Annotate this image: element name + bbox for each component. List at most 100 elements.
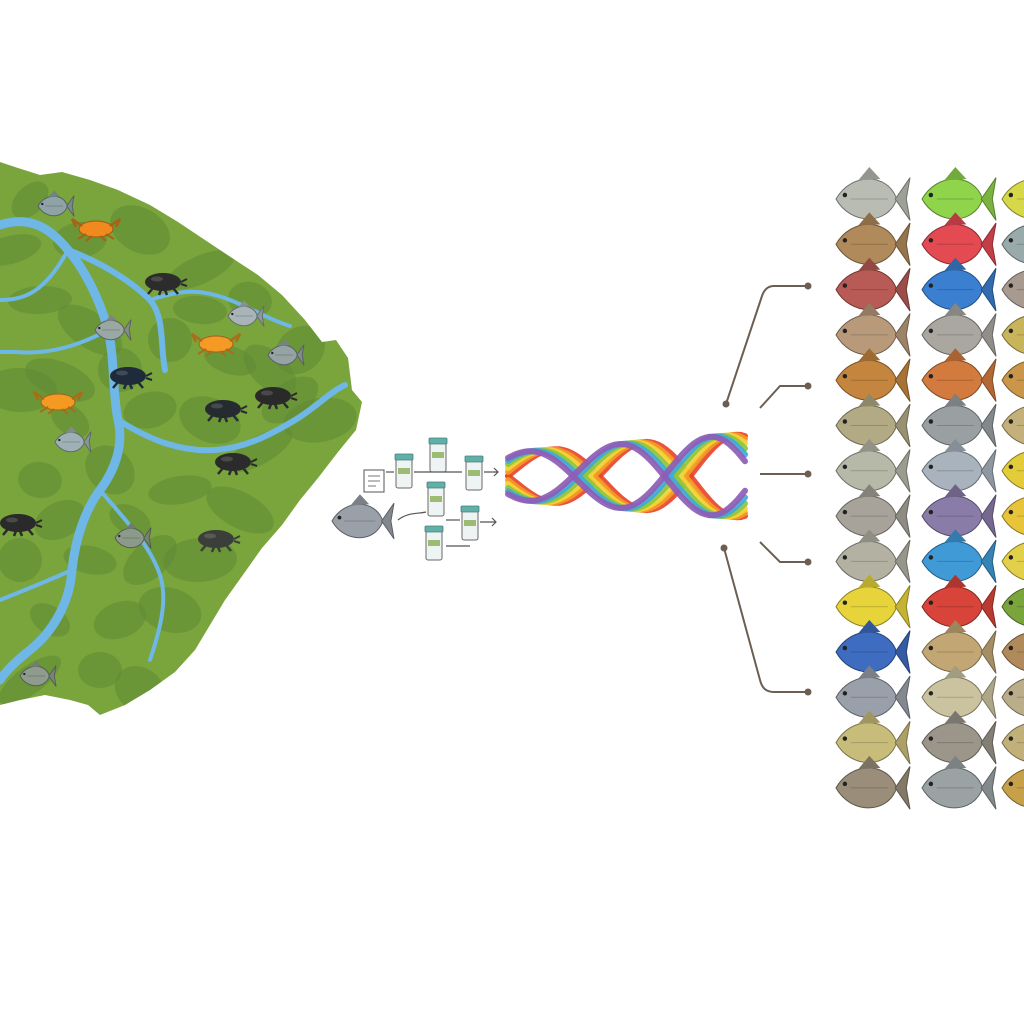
species-fish-icon <box>835 212 911 266</box>
river-nw <box>0 248 70 302</box>
species-fish-icon <box>921 212 997 266</box>
connector-node <box>804 688 812 696</box>
connector-node <box>722 400 730 408</box>
species-fish-icon <box>921 574 997 629</box>
species-fish-icon <box>921 438 997 493</box>
species-fish-icon <box>835 438 911 493</box>
vegetation-patch <box>283 397 357 443</box>
fish-icon <box>37 190 75 217</box>
beetle-icon <box>215 453 258 476</box>
species-fish-icon <box>1001 406 1024 445</box>
sample-vial-icon <box>424 525 444 561</box>
species-fish-icon <box>921 348 997 402</box>
fish-icon <box>267 339 305 366</box>
fish-icon <box>114 522 152 549</box>
river-south <box>98 488 166 662</box>
species-fish-icon <box>1001 316 1024 354</box>
dna-double-helix <box>505 431 748 521</box>
species-fish-icon <box>1001 361 1024 399</box>
species-fish-icon <box>1001 497 1024 535</box>
sample-vial-icon <box>394 453 414 489</box>
species-fish-icon <box>835 755 911 810</box>
species-fish-icon <box>1001 225 1024 263</box>
species-fish-icon <box>835 167 911 221</box>
species-fish-icon <box>921 302 997 357</box>
dna-strand <box>505 433 748 511</box>
species-fish-icon <box>921 755 997 810</box>
vegetation-patch <box>206 486 274 534</box>
sample-fish-icon <box>331 494 395 540</box>
species-fish-icon <box>921 665 997 719</box>
vegetation-patch <box>0 234 42 266</box>
species-fish-icon <box>1001 542 1024 581</box>
species-fish-icon <box>1001 769 1024 807</box>
crab-icon <box>190 332 242 357</box>
species-fish-icon <box>1001 180 1024 218</box>
species-fish-icon <box>835 529 911 583</box>
connector-tree <box>720 282 812 696</box>
fish-icon <box>227 300 265 327</box>
vegetation-patch <box>243 344 297 396</box>
beetle-icon <box>198 530 241 553</box>
species-fish-icon <box>1001 588 1024 626</box>
organism-markers <box>0 190 305 687</box>
species-fish-icon <box>835 620 911 674</box>
river-east <box>115 382 348 454</box>
species-fish-icon <box>921 529 997 583</box>
species-catalog-grid <box>835 167 1024 810</box>
species-fish-icon <box>921 484 997 538</box>
river-sw <box>0 568 74 602</box>
vegetation-patch <box>0 538 42 582</box>
vegetation-patch <box>50 402 90 438</box>
species-fish-icon <box>835 393 911 448</box>
connector-line <box>725 285 808 405</box>
vegetation-patch <box>18 461 62 499</box>
sample-vial-icon <box>464 455 484 491</box>
species-fish-icon <box>921 167 997 221</box>
species-fish-icon <box>835 348 911 402</box>
vegetation-patch <box>93 600 147 640</box>
connector-line <box>759 541 808 563</box>
species-fish-icon <box>835 574 911 629</box>
vegetation-patch <box>25 358 95 402</box>
vegetation-patch <box>123 391 177 429</box>
species-fish-icon <box>835 302 911 357</box>
connector-node <box>804 382 812 390</box>
vegetation-patch <box>11 181 49 219</box>
fish-icon <box>54 426 92 453</box>
vegetation-patch <box>110 205 170 255</box>
connector-node <box>804 470 812 478</box>
species-fish-icon <box>1001 452 1024 490</box>
river-network <box>0 217 348 685</box>
dna-strand <box>505 441 748 519</box>
species-fish-icon <box>835 710 911 765</box>
species-fish-icon <box>835 257 911 312</box>
vegetation-patch <box>148 475 212 505</box>
beetle-icon <box>0 514 43 537</box>
vegetation-patch <box>8 285 72 315</box>
vegetation-patch <box>123 534 177 586</box>
vegetation-patch <box>173 295 227 325</box>
beetle-icon <box>205 400 248 423</box>
species-fish-icon <box>835 484 911 538</box>
landmass-region <box>0 162 362 715</box>
connector-node <box>804 282 812 290</box>
river-ne <box>148 289 292 328</box>
connector-node <box>720 544 728 552</box>
species-fish-icon <box>921 257 997 312</box>
sampling-arrows <box>386 467 499 547</box>
crab-icon <box>32 390 84 415</box>
sample-vial-icon <box>428 437 448 473</box>
sample-vial-icon <box>426 481 446 517</box>
vegetation-patch <box>165 250 235 290</box>
sample-vial-icon <box>460 505 480 541</box>
data-sheet-icon <box>363 469 385 493</box>
beetle-icon <box>255 387 298 410</box>
species-fish-icon <box>921 620 997 674</box>
fish-icon <box>19 660 57 687</box>
sampling-station <box>331 437 499 561</box>
vegetation-patch <box>78 651 122 689</box>
species-fish-icon <box>1001 723 1024 762</box>
connector-line <box>759 385 808 409</box>
